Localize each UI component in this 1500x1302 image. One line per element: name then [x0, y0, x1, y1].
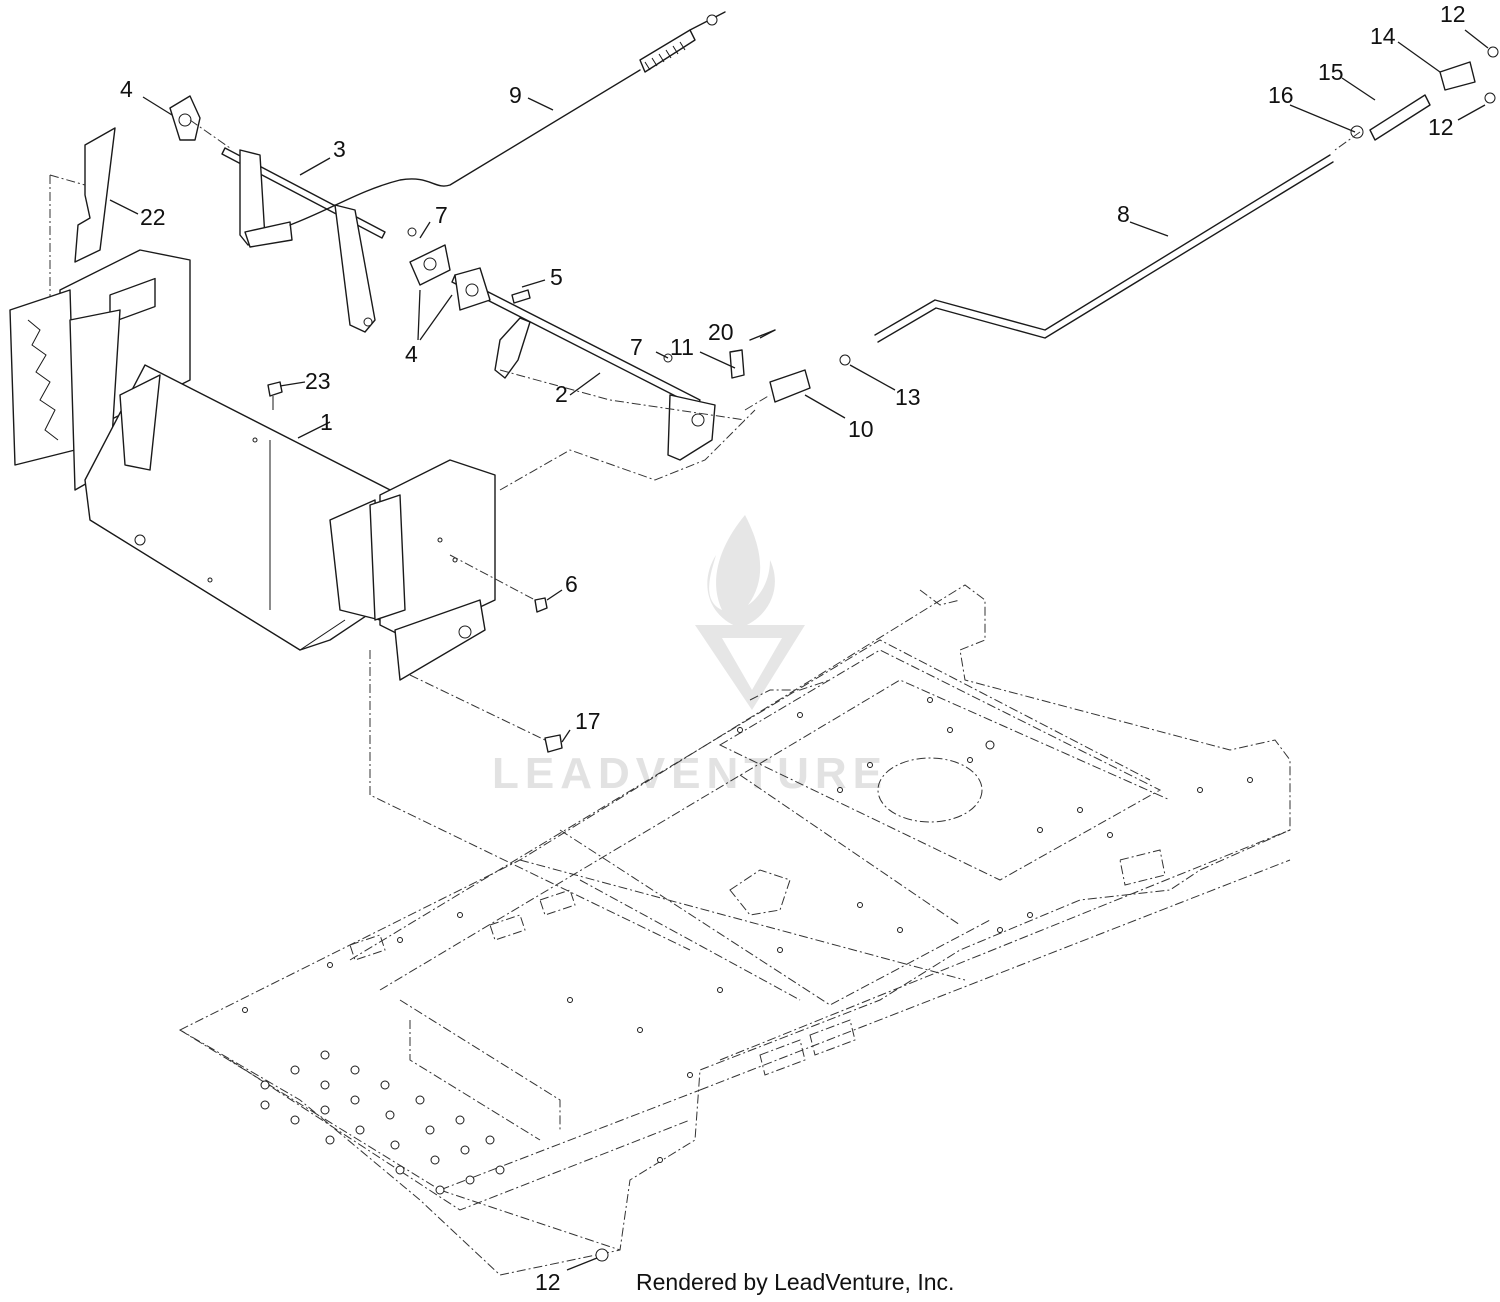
leadventure-watermark-logo: LEADVENTURE	[492, 515, 888, 798]
callout-10: 10	[848, 416, 874, 442]
part-6-bolt	[534, 597, 548, 613]
callout-14: 14	[1370, 23, 1396, 49]
part-4-bearing-flanges	[169, 95, 491, 311]
callout-12-right: 12	[1428, 114, 1454, 140]
part-10-clevis	[769, 369, 811, 403]
callout-12-bottom: 12	[535, 1269, 561, 1295]
callout-4-top: 4	[120, 76, 133, 102]
part-22-panel	[74, 127, 116, 263]
part-11-pin	[729, 349, 745, 379]
small-hardware	[407, 46, 1499, 1262]
part-14-trunnion	[1439, 61, 1476, 91]
callout-2: 2	[555, 381, 568, 407]
callout-4-middle: 4	[405, 341, 418, 367]
part-2-lower-shaft	[451, 274, 716, 461]
shaft-mount-outline	[499, 409, 756, 491]
part-23-bolt	[267, 381, 283, 410]
callout-8: 8	[1117, 201, 1130, 227]
part-7-nut-upper	[407, 227, 417, 237]
callout-5: 5	[550, 264, 563, 290]
callout-7-upper: 7	[435, 202, 448, 228]
floor-pan-dimples	[260, 1050, 505, 1195]
callout-9: 9	[509, 82, 522, 108]
callout-23: 23	[305, 368, 331, 394]
callout-13: 13	[895, 384, 921, 410]
render-credit: Rendered by LeadVenture, Inc.	[636, 1269, 954, 1295]
leader-lines	[109, 29, 1489, 1271]
part-8-rod	[874, 154, 1334, 343]
part-12-nut-bottom	[595, 1248, 609, 1262]
mounting-plate-outline	[369, 650, 691, 951]
callout-12-top: 12	[1440, 1, 1466, 27]
callout-22: 22	[140, 204, 166, 230]
part-3-upper-shaft	[221, 147, 386, 333]
callout-labels: 1 2 3 4 4 5 6 7 7 8 9 10 11 12 12 12 13 …	[120, 1, 1466, 1295]
part-9-cable	[289, 11, 726, 226]
callout-16: 16	[1268, 82, 1294, 108]
callout-15: 15	[1318, 59, 1344, 85]
part-1-housing	[9, 249, 496, 681]
callout-6: 6	[565, 571, 578, 597]
part-12-nut-top	[1487, 46, 1499, 58]
callout-7-lower: 7	[630, 334, 643, 360]
callout-3: 3	[333, 136, 346, 162]
callout-11: 11	[670, 334, 694, 360]
part-5-pin	[511, 289, 531, 304]
callout-1: 1	[320, 409, 333, 435]
callout-17: 17	[575, 708, 601, 734]
part-13-nut	[839, 354, 851, 366]
chassis-frame	[178, 584, 1291, 1276]
callout-20: 20	[708, 319, 734, 345]
part-15-spring	[1369, 94, 1431, 141]
part-17-bolt	[544, 734, 563, 753]
assembly-guide-lines	[189, 119, 1361, 741]
part-22-guide-line	[49, 174, 86, 300]
part-16-washer	[1350, 125, 1364, 139]
part-12-nut-side	[1484, 92, 1496, 104]
watermark-text: LEADVENTURE	[492, 749, 888, 798]
